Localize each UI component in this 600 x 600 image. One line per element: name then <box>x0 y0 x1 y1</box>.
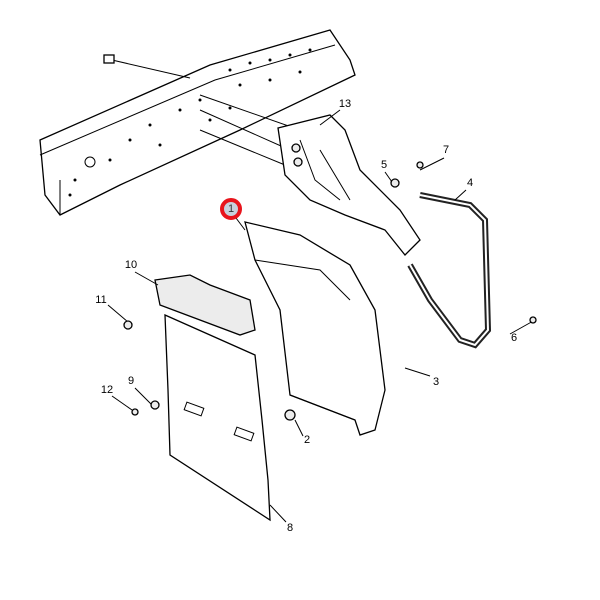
callout-3[interactable]: 3 <box>432 376 440 388</box>
seal-4 <box>407 192 492 349</box>
callout-9[interactable]: 9 <box>127 375 135 387</box>
callout-4[interactable]: 4 <box>466 177 474 189</box>
frame-rail <box>39 29 356 216</box>
callout-12[interactable]: 12 <box>100 384 114 396</box>
frame-bolt <box>103 54 191 79</box>
callout-13[interactable]: 13 <box>338 98 352 110</box>
fender-liner-1 <box>244 221 386 436</box>
callout-6[interactable]: 6 <box>510 332 518 344</box>
plate-10 <box>154 274 256 336</box>
callout-1-highlighted[interactable]: 1 <box>220 198 242 220</box>
mud-flap-8 <box>164 313 271 522</box>
fasteners <box>123 161 537 421</box>
callout-8[interactable]: 8 <box>286 522 294 534</box>
callout-10[interactable]: 10 <box>124 259 138 271</box>
callout-7[interactable]: 7 <box>442 144 450 156</box>
callout-11[interactable]: 11 <box>95 294 107 306</box>
bracket-13 <box>277 114 421 256</box>
callout-2[interactable]: 2 <box>303 434 311 446</box>
callout-5[interactable]: 5 <box>380 159 388 171</box>
